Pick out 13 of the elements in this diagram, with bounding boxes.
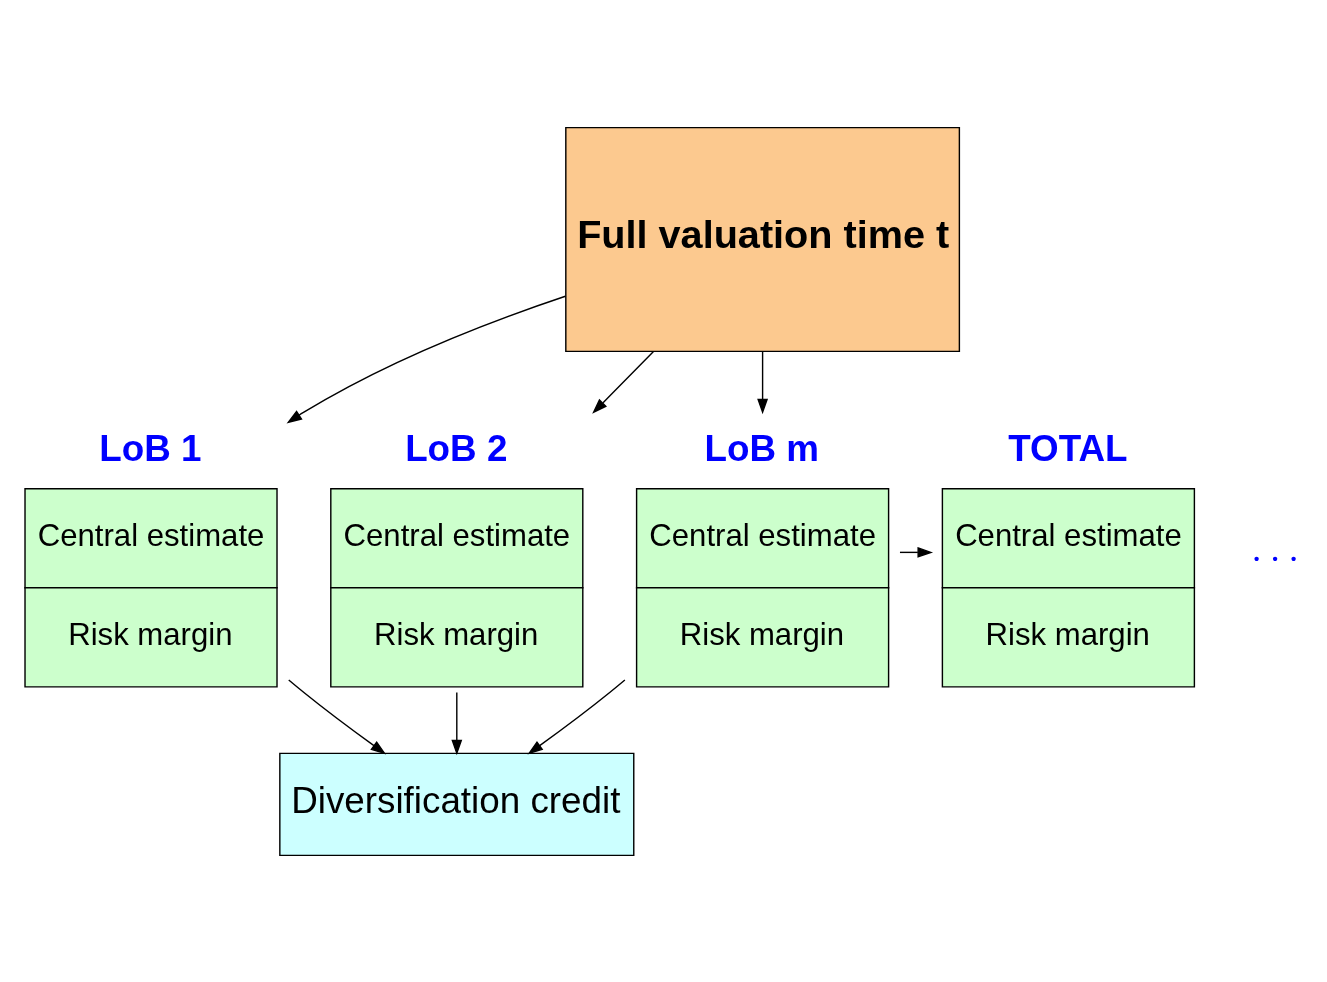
arrow <box>592 350 655 414</box>
node-label: LoB 1 <box>99 427 202 469</box>
arrow <box>286 295 567 423</box>
arrow <box>757 350 769 414</box>
node-label: LoB m <box>704 427 820 469</box>
node-box: Diversification credit <box>279 752 635 856</box>
node-label: TOTAL <box>1008 427 1128 469</box>
node-box: Full valuation time t <box>565 126 961 352</box>
arrow <box>288 678 387 754</box>
label: . . . <box>1252 527 1299 569</box>
node-label: LoB 2 <box>405 427 508 469</box>
arrow <box>527 678 626 754</box>
arrow <box>451 691 463 755</box>
